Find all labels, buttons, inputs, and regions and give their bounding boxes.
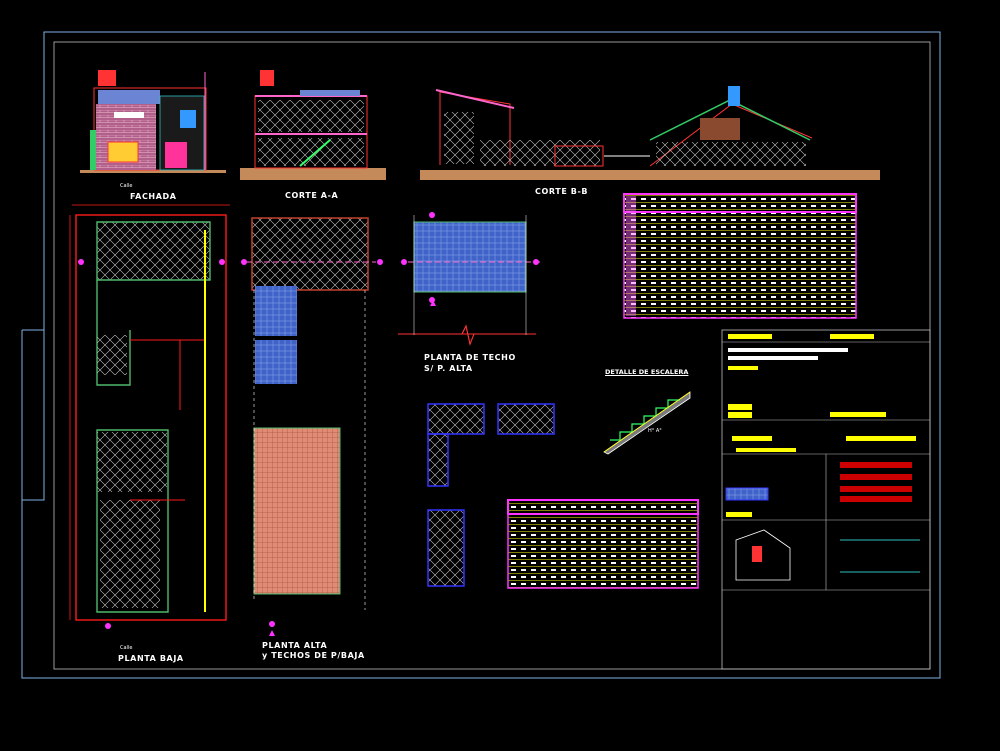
north-arrow-icon (269, 300, 436, 636)
title-block (721, 329, 931, 670)
label-calle-bottom: Calle (120, 645, 133, 651)
label-planta-alta-2: y TECHOS DE P/BAJA (262, 651, 365, 660)
label-planta-techo: PLANTA DE TECHO (424, 353, 516, 362)
label-calle-top: Calle (120, 183, 133, 189)
planta-techo-drawing (398, 215, 540, 346)
corte-bb-drawing (420, 86, 880, 180)
label-corte-aa: CORTE A-A (285, 191, 339, 200)
room-table (623, 193, 857, 319)
corte-aa-drawing (240, 70, 386, 180)
detail-drawings (427, 403, 555, 587)
label-corte-bb: CORTE B-B (535, 187, 589, 196)
label-detalle-escalera: DETALLE DE ESCALERA (605, 368, 689, 376)
materials-table (507, 499, 699, 589)
stair-detail-drawing (603, 391, 691, 455)
label-fachada: FACHADA (130, 192, 177, 201)
label-planta-techo-2: S/ P. ALTA (424, 364, 473, 373)
planta-alta-drawing (246, 217, 376, 610)
fachada-drawing (80, 70, 226, 173)
section-marker-icon (78, 212, 539, 629)
label-stair-note: H° A° (648, 428, 662, 434)
label-planta-alta: PLANTA ALTA (262, 641, 328, 650)
label-planta-baja: PLANTA BAJA (118, 654, 184, 663)
planta-baja-drawing (69, 204, 230, 621)
break-line-icon (461, 324, 475, 346)
